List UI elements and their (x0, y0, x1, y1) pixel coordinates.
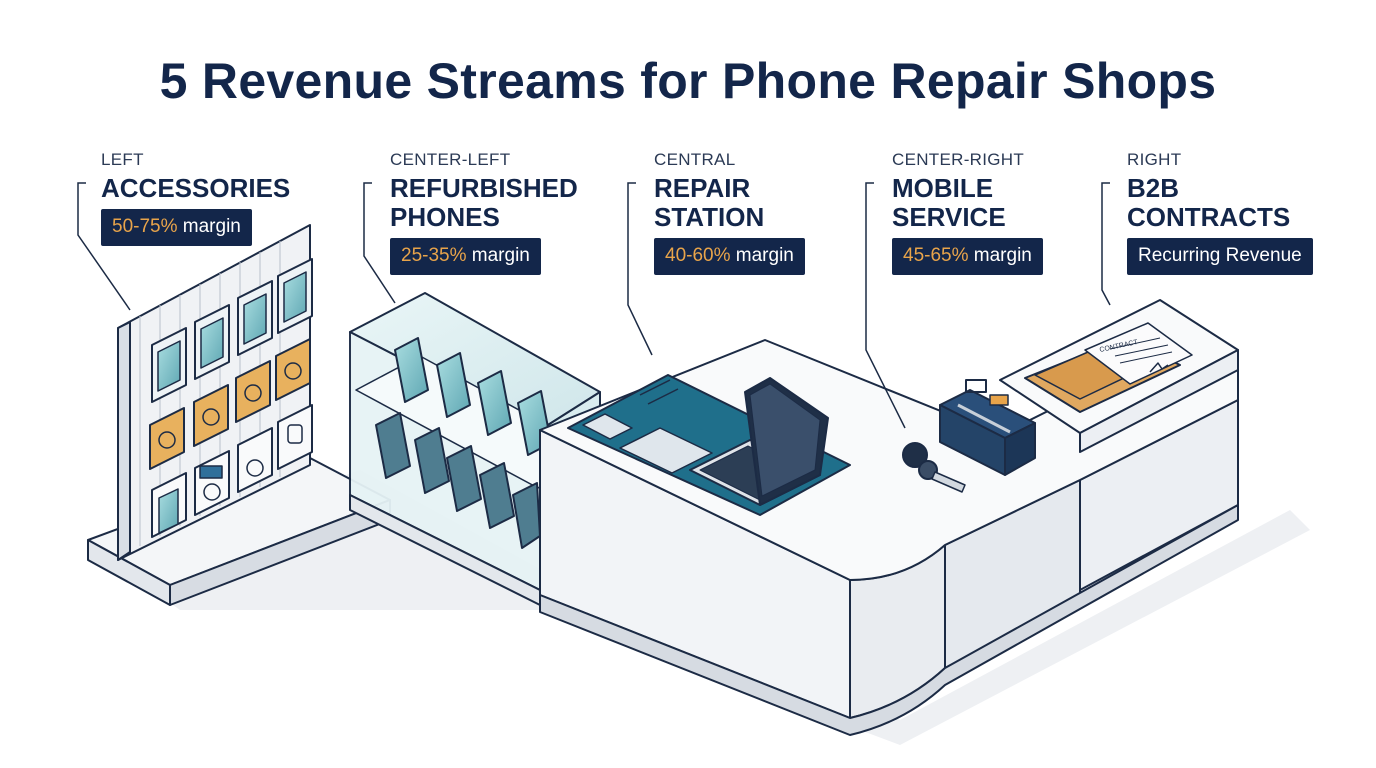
margin-suffix: margin (177, 216, 241, 237)
margin-suffix: margin (968, 245, 1032, 266)
stream-position: CENTER-RIGHT (892, 150, 1025, 169)
stream-position: LEFT (101, 150, 144, 169)
stream-name: REFURBISHED PHONES (390, 173, 578, 232)
stream-position: CENTER-LEFT (390, 150, 511, 169)
toolbox-car-key (902, 379, 1036, 493)
stream-name: REPAIR STATION (654, 173, 765, 232)
stream-label-accessories: LEFT ACCESSORIES 50-75% margin (101, 150, 290, 246)
stream-name: ACCESSORIES (101, 173, 291, 203)
stream-label-b2b-contracts: RIGHT B2B CONTRACTS Recurring Revenue (1127, 150, 1313, 275)
margin-badge: 25-35% margin (390, 238, 541, 275)
phone-display-case (349, 292, 601, 606)
stream-position: RIGHT (1127, 150, 1182, 169)
page-title: 5 Revenue Streams for Phone Repair Shops (159, 53, 1217, 109)
stream-label-mobile-service: CENTER-RIGHT MOBILE SERVICE 45-65% margi… (892, 150, 1043, 275)
margin-badge: 50-75% margin (101, 209, 252, 246)
stream-name: B2B CONTRACTS (1127, 173, 1291, 232)
stream-name: MOBILE SERVICE (892, 173, 1006, 232)
margin-value: 50-75% (112, 216, 178, 237)
margin-value: 40-60% (665, 245, 731, 266)
margin-value: 45-65% (903, 245, 969, 266)
leader-lines (77, 182, 1111, 429)
contract-folder: CONTRACT (1024, 322, 1193, 413)
margin-badge: 40-60% margin (654, 238, 805, 275)
margin-suffix: margin (466, 245, 530, 266)
stream-label-repair-station: CENTRAL REPAIR STATION 40-60% margin (654, 150, 805, 275)
stream-label-refurbished-phones: CENTER-LEFT REFURBISHED PHONES 25-35% ma… (390, 150, 578, 275)
margin-value: 25-35% (401, 245, 467, 266)
margin-badge: 45-65% margin (892, 238, 1043, 275)
stream-position: CENTRAL (654, 150, 736, 169)
margin-suffix: margin (730, 245, 794, 266)
recurring-revenue-badge: Recurring Revenue (1127, 238, 1313, 275)
repair-counter (539, 299, 1239, 736)
badge-text: Recurring Revenue (1138, 245, 1302, 266)
